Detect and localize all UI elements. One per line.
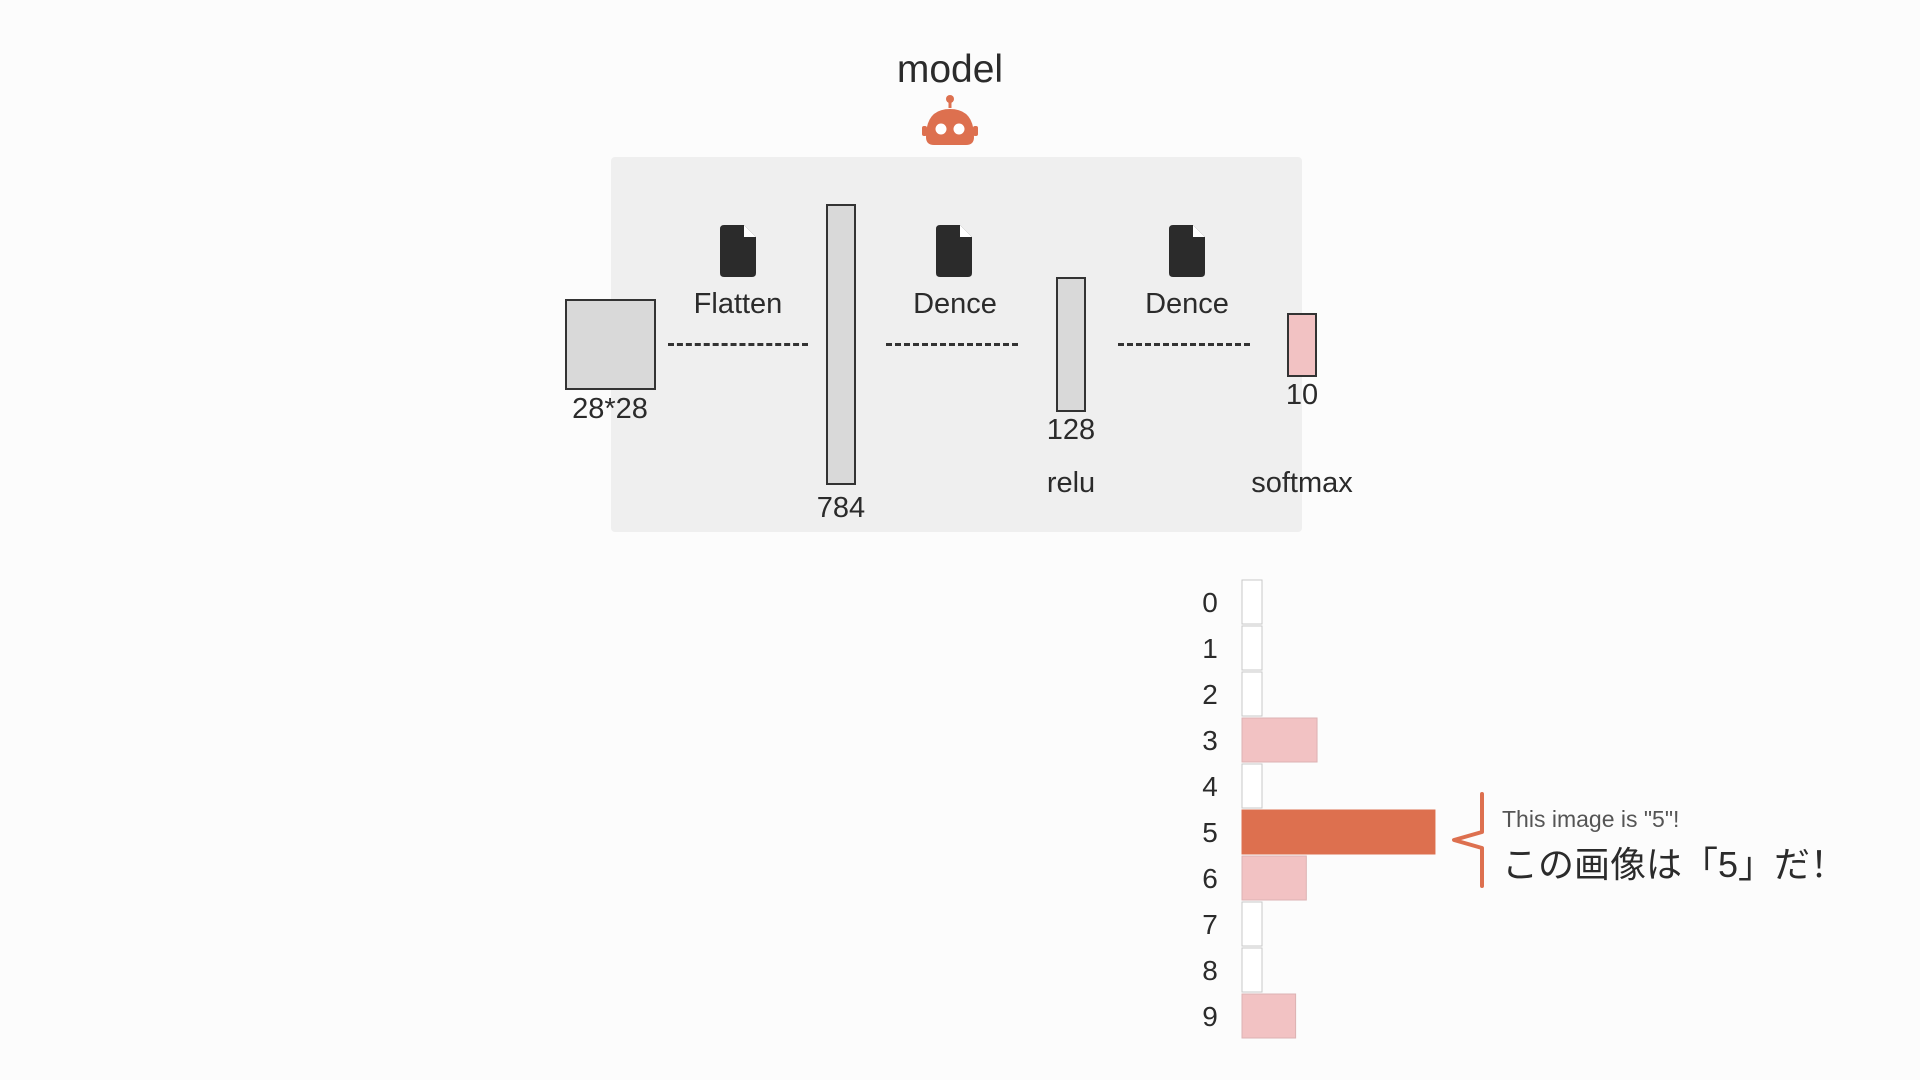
callout-brace <box>1452 792 1484 888</box>
input-dims-label: 28*28 <box>572 393 648 425</box>
output-layer <box>1287 313 1317 377</box>
robot-icon <box>922 95 978 145</box>
op-label-dense-2: Dence <box>1145 288 1229 320</box>
bar-3 <box>1241 717 1318 763</box>
file-icon <box>720 225 756 277</box>
dense-hidden-dims-label: 128 <box>1046 414 1096 446</box>
category-label-8: 8 <box>1202 955 1218 986</box>
input-layer <box>565 299 656 390</box>
connector-2 <box>886 343 1018 346</box>
softmax-label: softmax <box>1251 467 1353 499</box>
callout-english: This image is "5"! <box>1502 806 1680 832</box>
connector-3 <box>1118 343 1250 346</box>
bar-5 <box>1241 809 1436 855</box>
category-label-9: 9 <box>1202 1001 1218 1032</box>
bar-8 <box>1241 947 1263 993</box>
bar-0 <box>1241 579 1263 625</box>
bar-2 <box>1241 671 1263 717</box>
file-icon <box>1169 225 1205 277</box>
op-label-flatten: Flatten <box>693 288 783 320</box>
category-label-7: 7 <box>1202 909 1218 940</box>
connector-1 <box>668 343 808 346</box>
flatten-dims-label: 784 <box>816 492 866 524</box>
model-title: model <box>896 48 1004 91</box>
output-dims-label: 10 <box>1285 379 1319 411</box>
category-label-6: 6 <box>1202 863 1218 894</box>
callout-japanese: この画像は「5」だ！ <box>1502 844 1847 885</box>
bar-1 <box>1241 625 1263 671</box>
category-label-1: 1 <box>1202 633 1218 664</box>
bar-9 <box>1241 993 1297 1039</box>
flatten-layer <box>826 204 856 485</box>
dense-hidden-layer <box>1056 277 1086 412</box>
category-label-0: 0 <box>1202 587 1218 618</box>
category-label-5: 5 <box>1202 817 1218 848</box>
bar-7 <box>1241 901 1263 947</box>
category-label-3: 3 <box>1202 725 1218 756</box>
category-label-2: 2 <box>1202 679 1218 710</box>
op-label-dense-1: Dence <box>913 288 997 320</box>
bar-6 <box>1241 855 1307 901</box>
output-probability-chart: 0 1 2 3 4 5 6 7 8 9 <box>1202 579 1436 1039</box>
file-icon <box>936 225 972 277</box>
relu-label: relu <box>1046 467 1096 499</box>
category-label-4: 4 <box>1202 771 1218 802</box>
bar-4 <box>1241 763 1263 809</box>
